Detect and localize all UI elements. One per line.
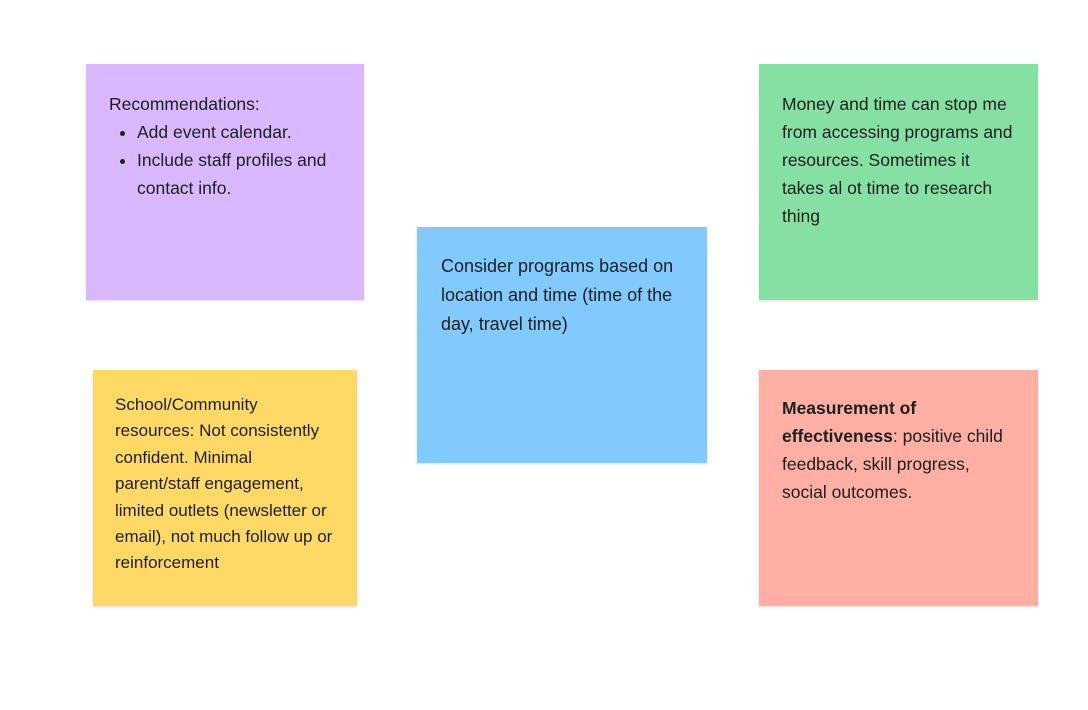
sticky-note-money-time[interactable]: Money and time can stop me from accessin… bbox=[759, 64, 1038, 300]
sticky-note-school-community[interactable]: School/Community resources: Not consiste… bbox=[93, 370, 357, 606]
note-rest-text: : positive child feedback, skill progres… bbox=[782, 426, 1003, 502]
note-text: School/Community resources: Not consiste… bbox=[115, 395, 333, 573]
sticky-note-measurement[interactable]: Measurement of effectiveness: positive c… bbox=[759, 370, 1038, 606]
list-item: Add event calendar. bbox=[137, 118, 342, 146]
note-text: Measurement of effectiveness: positive c… bbox=[782, 394, 1016, 506]
sticky-note-recommendations[interactable]: Recommendations: Add event calendar. Inc… bbox=[86, 64, 364, 300]
note-text: Money and time can stop me from accessin… bbox=[782, 94, 1013, 226]
note-bold-text: Measurement of effectiveness bbox=[782, 398, 917, 446]
sticky-note-consider-programs[interactable]: Consider programs based on location and … bbox=[417, 227, 707, 463]
recommendations-list: Add event calendar. Include staff profil… bbox=[109, 118, 342, 202]
note-text: Consider programs based on location and … bbox=[441, 256, 674, 334]
note-heading: Recommendations: bbox=[109, 94, 260, 114]
list-item: Include staff profiles and contact info. bbox=[137, 146, 342, 202]
